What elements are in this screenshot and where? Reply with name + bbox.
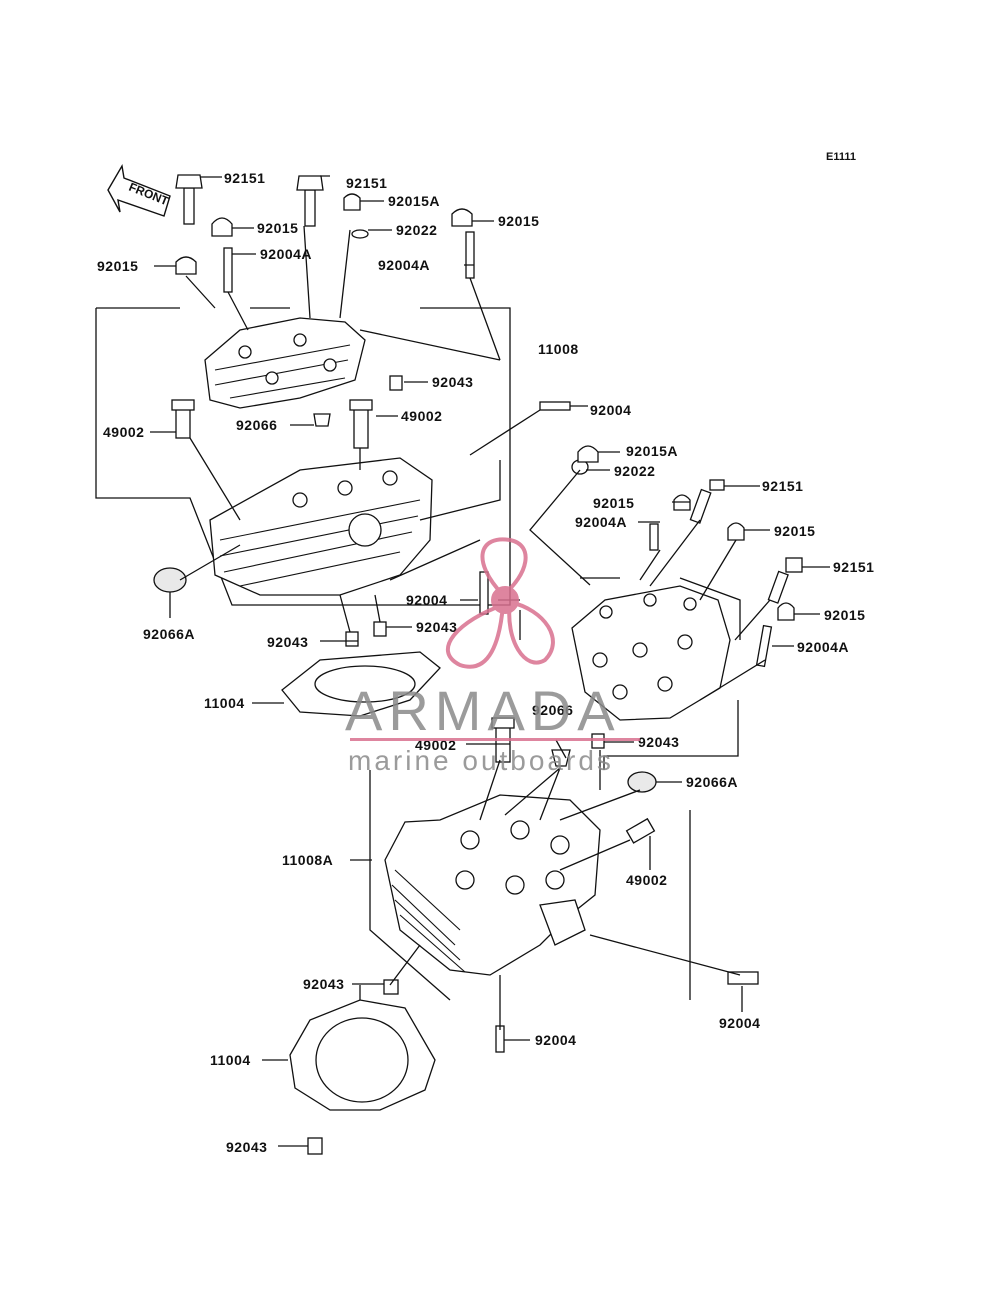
watermark-title: ARMADA [345, 679, 621, 742]
watermark: ARMADA marine outboards [345, 537, 640, 776]
part-label: 92015 [774, 523, 815, 539]
rear-head-cover [204, 317, 366, 409]
front-arrow-icon: FRONT [107, 163, 171, 217]
part-label: 11008 [538, 341, 579, 357]
part-label: 92004A [797, 639, 849, 655]
part-label: 92015 [824, 607, 865, 623]
watermark-subtitle: marine outboards [348, 745, 614, 776]
part-label: 92004A [378, 257, 430, 273]
part-label: 92151 [833, 559, 874, 575]
part-label: 92015 [97, 258, 138, 274]
part-label: 92043 [416, 619, 457, 635]
part-label: 92151 [346, 175, 387, 191]
part-label: 92066A [143, 626, 195, 642]
rear-cylinder-head [209, 457, 433, 596]
part-label: 92043 [303, 976, 344, 992]
propeller-logo-icon [446, 537, 555, 669]
part-label: 92151 [762, 478, 803, 494]
rear-head-gasket [281, 651, 441, 717]
part-label: 92015 [257, 220, 298, 236]
part-label: 49002 [401, 408, 442, 424]
part-label: 92022 [396, 222, 437, 238]
part-label: 92004 [719, 1015, 760, 1031]
part-label: 92004 [590, 402, 631, 418]
part-label: 92043 [432, 374, 473, 390]
part-label: 92004A [575, 514, 627, 530]
part-label: 49002 [626, 872, 667, 888]
front-head-cover [571, 585, 731, 721]
diagram-code: E1111 [826, 151, 856, 163]
rear-fasteners [171, 174, 571, 647]
front-head-gasket [289, 999, 436, 1111]
part-label: 92043 [226, 1139, 267, 1155]
part-label: 92066A [686, 774, 738, 790]
part-label: 92022 [614, 463, 655, 479]
watermark-rule [350, 738, 640, 741]
part-label: 92004 [406, 592, 447, 608]
part-label: 11004 [204, 695, 245, 711]
front-fasteners [307, 445, 803, 1155]
part-label: 92015 [498, 213, 539, 229]
part-label: 11008A [282, 852, 333, 868]
front-cylinder-head [384, 794, 601, 976]
part-label: 11004 [210, 1052, 251, 1068]
part-label: 92043 [638, 734, 679, 750]
part-label: 92015 [593, 495, 634, 511]
part-label: 92015A [388, 193, 440, 209]
part-label: 92004 [535, 1032, 576, 1048]
part-label: 49002 [103, 424, 144, 440]
part-label: 92066 [236, 417, 277, 433]
part-label: 92004A [260, 246, 312, 262]
part-label: 92066 [532, 702, 573, 718]
part-label: 92043 [267, 634, 308, 650]
part-label: 92151 [224, 170, 265, 186]
part-label: 92015A [626, 443, 678, 459]
